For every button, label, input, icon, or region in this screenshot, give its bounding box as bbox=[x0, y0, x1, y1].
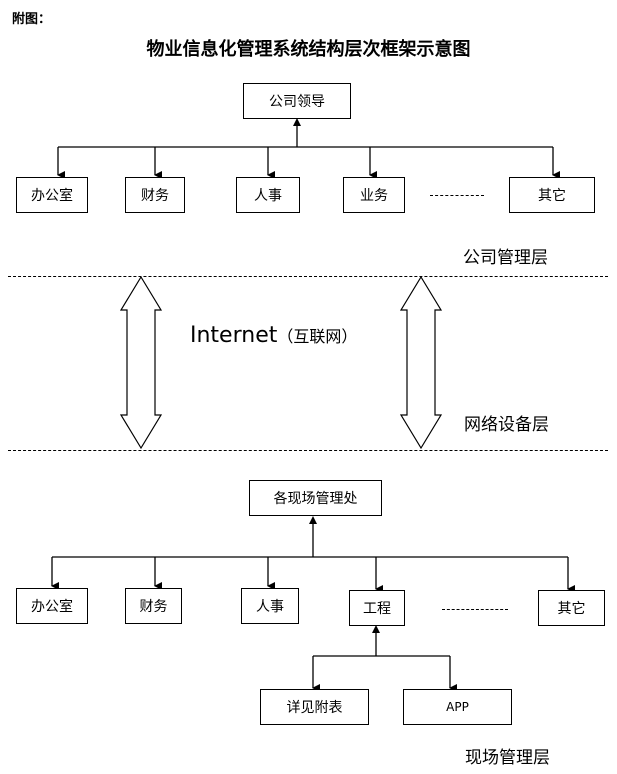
site-other-node: 其它 bbox=[538, 590, 605, 626]
company-layer-label: 公司管理层 bbox=[463, 248, 548, 268]
site-finance-node: 财务 bbox=[125, 588, 182, 624]
company-hr-node: 人事 bbox=[236, 177, 300, 213]
layer-divider-bottom bbox=[8, 450, 608, 451]
site-office-root-node: 各现场管理处 bbox=[249, 480, 382, 516]
attachment-label: 附图： bbox=[12, 12, 52, 27]
diagram-title: 物业信息化管理系统结构层次框架示意图 bbox=[146, 39, 471, 60]
internet-label: Internet（互联网） bbox=[190, 323, 357, 348]
company-leadership-node: 公司领导 bbox=[243, 83, 351, 119]
site-hr-node: 人事 bbox=[241, 588, 299, 624]
site-layer-label: 现场管理层 bbox=[465, 748, 550, 768]
site-office-node: 办公室 bbox=[16, 588, 88, 624]
company-other-node: 其它 bbox=[509, 177, 595, 213]
company-root-arrowhead bbox=[293, 118, 301, 126]
company-finance-node: 财务 bbox=[125, 177, 185, 213]
left-double-arrow bbox=[119, 275, 163, 450]
see-attached-table-node: 详见附表 bbox=[260, 689, 369, 725]
company-office-node: 办公室 bbox=[16, 177, 88, 213]
app-node: APP bbox=[403, 689, 512, 725]
site-ellipsis bbox=[442, 609, 508, 610]
internet-cn-text: （互联网） bbox=[277, 327, 358, 346]
right-double-arrow bbox=[399, 275, 443, 450]
site-engineering-node: 工程 bbox=[349, 590, 405, 626]
network-layer-label: 网络设备层 bbox=[464, 415, 549, 435]
internet-text: Internet bbox=[190, 323, 278, 348]
company-ellipsis bbox=[430, 195, 484, 196]
company-business-node: 业务 bbox=[343, 177, 405, 213]
layer-divider-top bbox=[8, 276, 608, 277]
